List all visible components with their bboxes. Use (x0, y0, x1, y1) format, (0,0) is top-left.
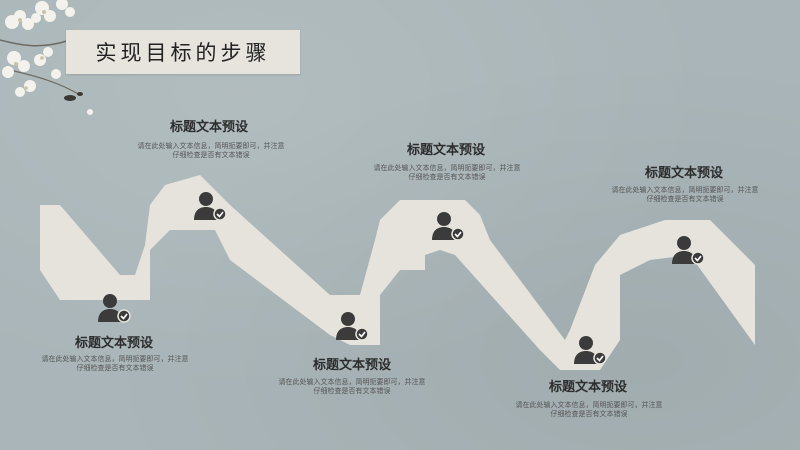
step-3-desc: 请在此处输入文本信息，简明扼要即可，并注意仔细检查是否有文本错误 (278, 378, 426, 395)
page-title: 实现目标的步骤 (95, 41, 271, 65)
user-check-icon (194, 192, 227, 221)
title-banner: 实现目标的步骤 (66, 30, 300, 74)
zigzag-ribbon (40, 175, 755, 370)
step-4-title: 标题文本预设 (406, 143, 485, 158)
step-4-desc: 请在此处输入文本信息，简明扼要即可，并注意仔细检查是否有文本错误 (373, 164, 521, 181)
user-check-icon (432, 212, 465, 241)
step-5-title: 标题文本预设 (548, 380, 627, 395)
step-5-desc: 请在此处输入文本信息，简明扼要即可，并注意仔细检查是否有文本错误 (515, 401, 663, 418)
step-3-title: 标题文本预设 (312, 358, 391, 373)
user-check-icon (336, 312, 369, 341)
step-1-title: 标题文本预设 (74, 336, 153, 351)
flower-decoration (0, 0, 93, 115)
user-check-icon (574, 336, 607, 365)
step-6-title: 标题文本预设 (644, 166, 723, 181)
step-1-desc: 请在此处输入文本信息，简明扼要即可，并注意仔细检查是否有文本错误 (41, 355, 189, 372)
step-2-desc: 请在此处输入文本信息，简明扼要即可，并注意仔细检查是否有文本错误 (137, 142, 285, 159)
user-check-icon (672, 236, 705, 265)
step-2-title: 标题文本预设 (169, 120, 248, 135)
user-check-icon (98, 294, 131, 323)
step-6-desc: 请在此处输入文本信息，简明扼要即可，并注意仔细检查是否有文本错误 (611, 186, 759, 203)
